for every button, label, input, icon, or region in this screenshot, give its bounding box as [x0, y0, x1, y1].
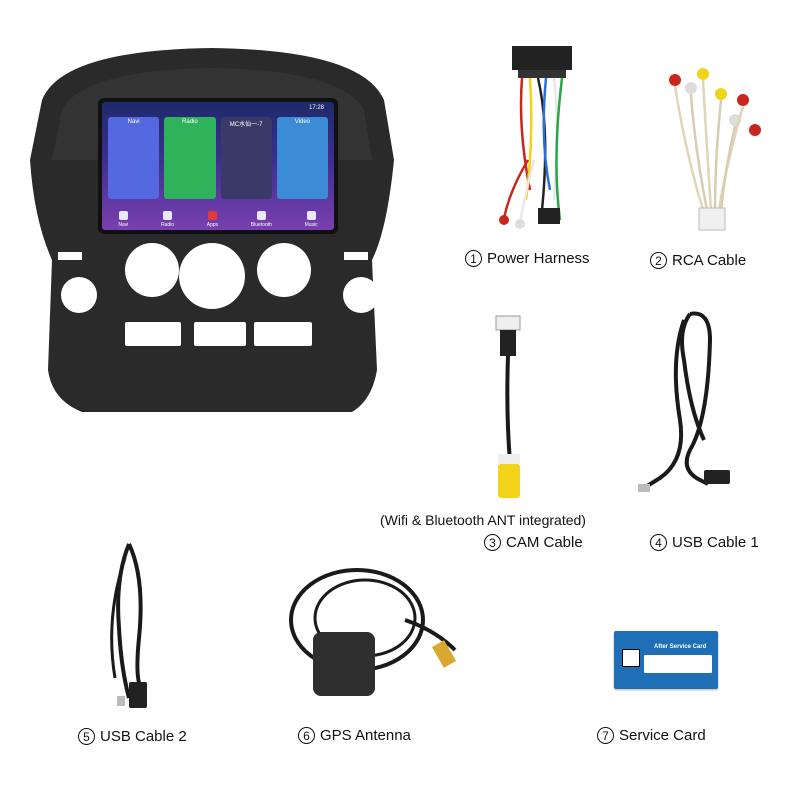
item-number: 7 — [597, 727, 614, 744]
tile-label: MC水仙一-7 — [229, 122, 263, 128]
item-name: RCA Cable — [672, 252, 747, 269]
tile-label: Radio — [182, 119, 198, 125]
dock-item-apps: Apps — [207, 211, 218, 228]
item-label-rca-cable: 2 RCA Cable — [650, 252, 746, 269]
dock-item-bluetooth: Bluetooth — [251, 211, 272, 228]
dock-item-navi: Navi — [118, 211, 128, 228]
item-label-service-card: 7 Service Card — [597, 727, 706, 744]
dock-item-music: Music — [305, 211, 318, 228]
rca-cable-image — [669, 68, 761, 231]
dock-item-radio: Radio — [161, 211, 174, 228]
usb-cable-2-image — [110, 543, 147, 708]
item-label-usb-cable-1: 4 USB Cable 1 — [650, 534, 759, 551]
power-harness-image — [499, 46, 572, 229]
tile-navi: Navi — [108, 117, 160, 199]
music-icon — [306, 211, 316, 220]
qr-code-icon — [622, 649, 640, 667]
navi-icon — [118, 211, 128, 220]
item-name: USB Cable 1 — [672, 534, 759, 551]
item-number: 5 — [78, 728, 95, 745]
item-name: GPS Antenna — [320, 727, 411, 744]
radio-icon — [163, 211, 173, 220]
head-unit-screen: 17:28 Navi Radio MC水仙一-7 Video Navi Radi… — [98, 98, 338, 234]
item-name: Service Card — [619, 727, 706, 744]
tile-label: Video — [294, 119, 310, 125]
wifi-bluetooth-note: (Wifi & Bluetooth ANT integrated) — [380, 512, 586, 528]
status-time: 17:28 — [308, 105, 324, 111]
card-details — [644, 655, 712, 673]
item-name: USB Cable 2 — [100, 728, 187, 745]
app-dock: Navi Radio Apps Bluetooth Music — [102, 206, 334, 228]
tile-radio: Radio — [164, 117, 216, 199]
item-name: Power Harness — [487, 250, 590, 267]
service-card-title: After Service Card — [654, 644, 707, 650]
bluetooth-icon — [256, 211, 266, 220]
usb-cable-1-image — [638, 311, 730, 492]
item-number: 6 — [298, 727, 315, 744]
tile-music: MC水仙一-7 — [220, 117, 272, 199]
service-card-image: After Service Card — [614, 631, 718, 689]
item-label-cam-cable: 3 CAM Cable — [484, 534, 583, 551]
tile-label: Navi — [127, 119, 140, 125]
item-number: 4 — [650, 534, 667, 551]
item-number: 1 — [465, 250, 482, 267]
cam-cable-image — [495, 315, 521, 498]
tile-video: Video — [276, 117, 328, 199]
item-number: 2 — [650, 252, 667, 269]
status-bar: 17:28 — [102, 102, 334, 114]
item-name: CAM Cable — [506, 534, 583, 551]
item-label-usb-cable-2: 5 USB Cable 2 — [78, 728, 187, 745]
item-number: 3 — [484, 534, 501, 551]
item-label-power-harness: 1 Power Harness — [465, 250, 590, 267]
apps-icon — [207, 211, 217, 220]
item-label-gps-antenna: 6 GPS Antenna — [298, 727, 411, 744]
gps-antenna-image — [289, 568, 457, 696]
